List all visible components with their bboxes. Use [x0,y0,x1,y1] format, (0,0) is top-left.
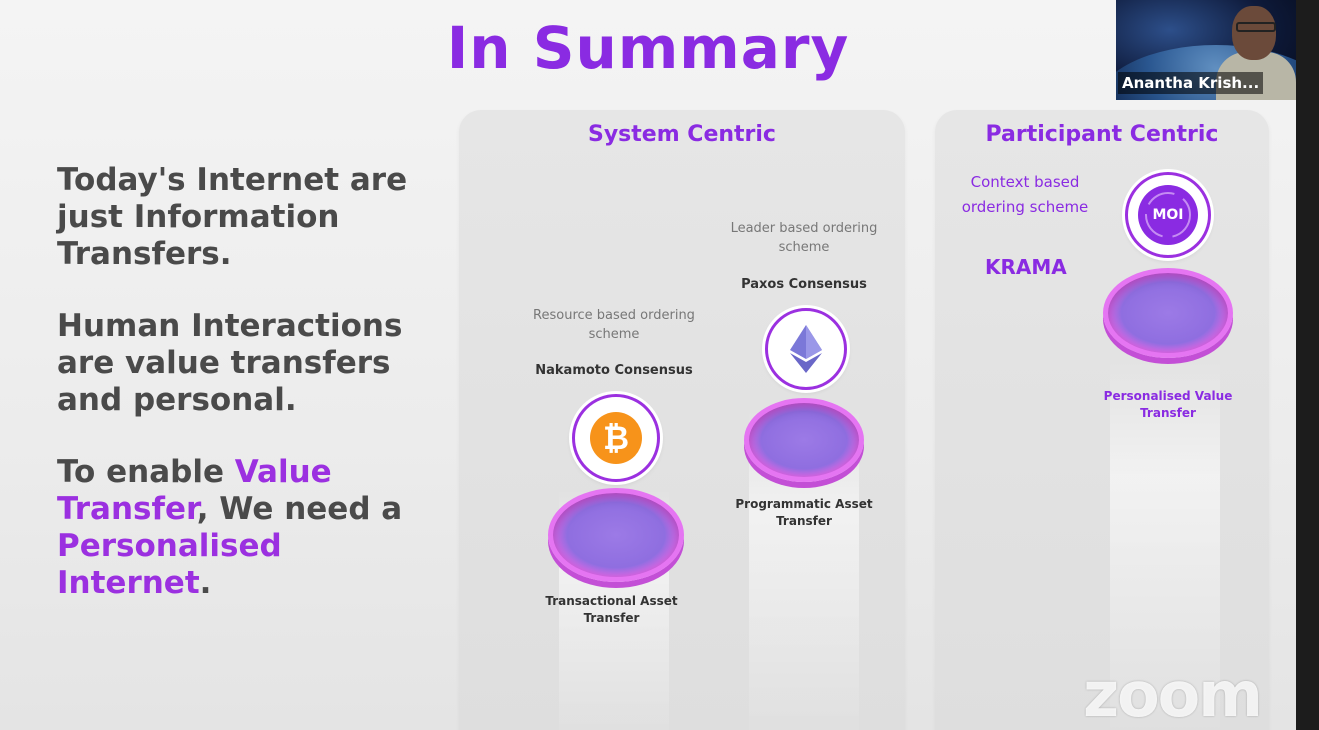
video-person-glasses [1236,22,1276,32]
left-text-p2: Human Interactions are value transfers a… [57,308,403,418]
left-text-p3: To enable Value Transfer, We need a Pers… [57,454,417,602]
bitcoin-icon: ₿ [590,412,642,464]
p3-accent-value-transfer: Value Transfer [57,454,332,527]
left-text-block: Today's Internet are just Information Tr… [57,162,417,637]
video-person-head [1232,6,1276,60]
window-edge-strip [1296,0,1319,730]
participant-video-tile[interactable]: Anantha Krish... [1116,0,1296,100]
light-beam-krama [1110,360,1220,730]
p3-text-2: , We need a [196,491,403,527]
zoom-watermark: zoom [1083,658,1263,730]
krama-label: KRAMA [985,255,1067,279]
ethereum-icon [790,325,822,373]
bitcoin-badge: ₿ [572,394,660,482]
left-text-p1: Today's Internet are just Information Tr… [57,162,408,272]
krama-caption: Personalised Value Transfer [1103,389,1233,420]
system-centric-title: System Centric [588,122,776,147]
participant-centric-title: Participant Centric [985,122,1219,147]
nakamoto-portal-ring [548,488,684,582]
participant-centric-panel: Participant Centric Context based orderi… [935,110,1269,730]
moi-logo-icon [1138,185,1198,245]
p3-accent-personalised-internet: Personalised Internet [57,528,282,601]
krama-scheme-label: Context based ordering scheme [961,173,1089,216]
moi-logo-text: MOI [1152,207,1184,223]
paxos-consensus-label: Paxos Consensus [741,277,867,292]
p3-text-3: . [199,565,212,601]
paxos-portal-ring [744,398,864,482]
paxos-scheme-label: Leader based ordering scheme [730,221,878,255]
krama-portal-ring [1103,268,1233,358]
system-centric-panel: System Centric Resource based ordering s… [459,110,905,730]
participant-name-label: Anantha Krish... [1118,72,1264,94]
moi-badge: MOI [1125,172,1211,258]
ethereum-badge [765,308,847,390]
p3-text-1: To enable [57,454,235,490]
svg-text:₿: ₿ [603,419,629,457]
nakamoto-caption: Transactional Asset Transfer [545,594,678,625]
nakamoto-consensus-label: Nakamoto Consensus [535,363,693,378]
paxos-caption: Programmatic Asset Transfer [735,497,873,528]
nakamoto-scheme-label: Resource based ordering scheme [533,308,695,342]
slide-title: In Summary [446,14,850,82]
